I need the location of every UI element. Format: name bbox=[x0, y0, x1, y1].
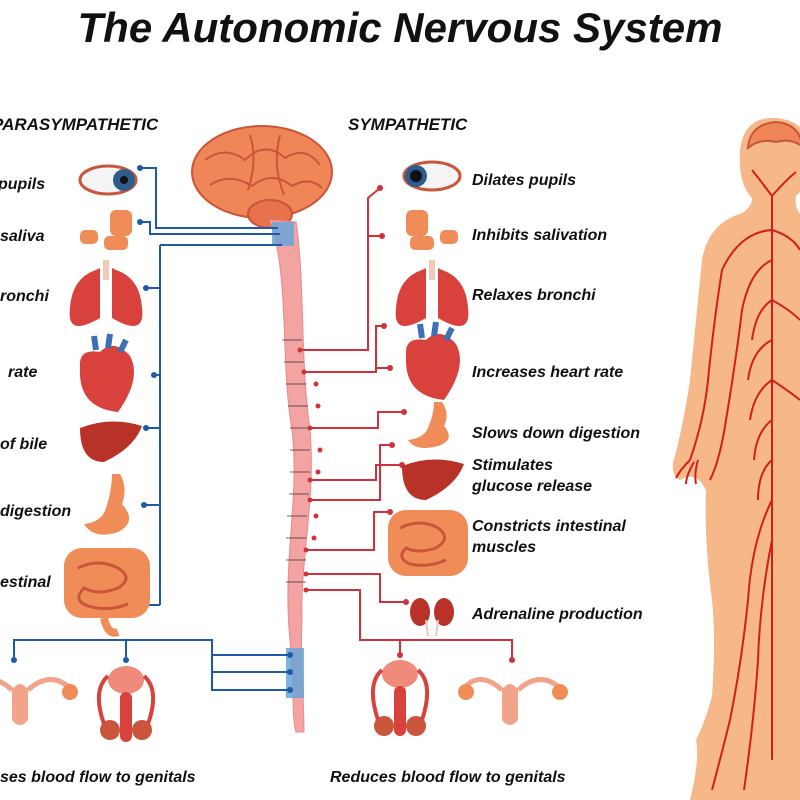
para-label-intestinal: estinal bbox=[0, 574, 51, 591]
liver-icon bbox=[80, 421, 142, 462]
page-title: The Autonomic Nervous System bbox=[78, 4, 723, 51]
sympathetic-heading: SYMPATHETIC bbox=[348, 115, 468, 134]
sym-label-pupils: Dilates pupils bbox=[472, 172, 576, 189]
sym-label-digestion: Slows down digestion bbox=[472, 425, 640, 442]
para-label-pupils: pupils bbox=[0, 176, 45, 193]
sym-label-heart-rate: Increases heart rate bbox=[472, 364, 623, 381]
para-label-digestion: digestion bbox=[0, 503, 71, 520]
lungs-icon bbox=[69, 260, 143, 326]
intestine-icon bbox=[388, 510, 468, 576]
eye-icon bbox=[78, 164, 138, 196]
salivary-gland-icon bbox=[406, 210, 458, 250]
sym-label-genitals: Reduces blood flow to genitals bbox=[330, 769, 566, 786]
sym-label-glucose-line2: glucose release bbox=[471, 478, 592, 495]
male-reproductive-icon bbox=[96, 666, 156, 742]
brain-icon bbox=[191, 125, 333, 229]
human-body-icon bbox=[672, 118, 800, 800]
sym-label-adrenaline: Adrenaline production bbox=[471, 606, 643, 623]
male-reproductive-icon bbox=[370, 660, 430, 736]
heart-icon bbox=[405, 321, 460, 400]
liver-icon bbox=[402, 459, 464, 500]
parasympathetic-heading: PARASYMPATHETIC bbox=[0, 115, 159, 134]
intestine-icon bbox=[64, 548, 150, 637]
sym-label-intestinal-line1: Constricts intestinal bbox=[472, 518, 626, 535]
sym-label-bronchi: Relaxes bronchi bbox=[472, 287, 596, 304]
stomach-icon bbox=[408, 402, 449, 448]
lungs-icon bbox=[395, 260, 469, 326]
heart-icon bbox=[79, 333, 134, 412]
para-label-saliva: saliva bbox=[0, 228, 45, 245]
sym-label-glucose-line1: Stimulates bbox=[472, 457, 553, 474]
salivary-gland-icon bbox=[80, 210, 132, 250]
para-label-heart-rate: rate bbox=[8, 364, 37, 381]
para-label-bronchi: ronchi bbox=[0, 288, 49, 305]
kidney-icon bbox=[410, 598, 454, 637]
female-reproductive-icon bbox=[0, 677, 78, 725]
stomach-icon bbox=[84, 474, 130, 535]
sym-label-salivation: Inhibits salivation bbox=[472, 227, 607, 244]
eye-icon bbox=[402, 160, 462, 192]
para-label-genitals: ses blood flow to genitals bbox=[0, 769, 196, 786]
para-label-bile: of bile bbox=[0, 436, 47, 453]
sym-label-intestinal-line2: muscles bbox=[472, 539, 536, 556]
sympathetic-connections bbox=[297, 185, 515, 663]
parasympathetic-connections bbox=[11, 165, 293, 693]
female-reproductive-icon bbox=[458, 677, 568, 725]
